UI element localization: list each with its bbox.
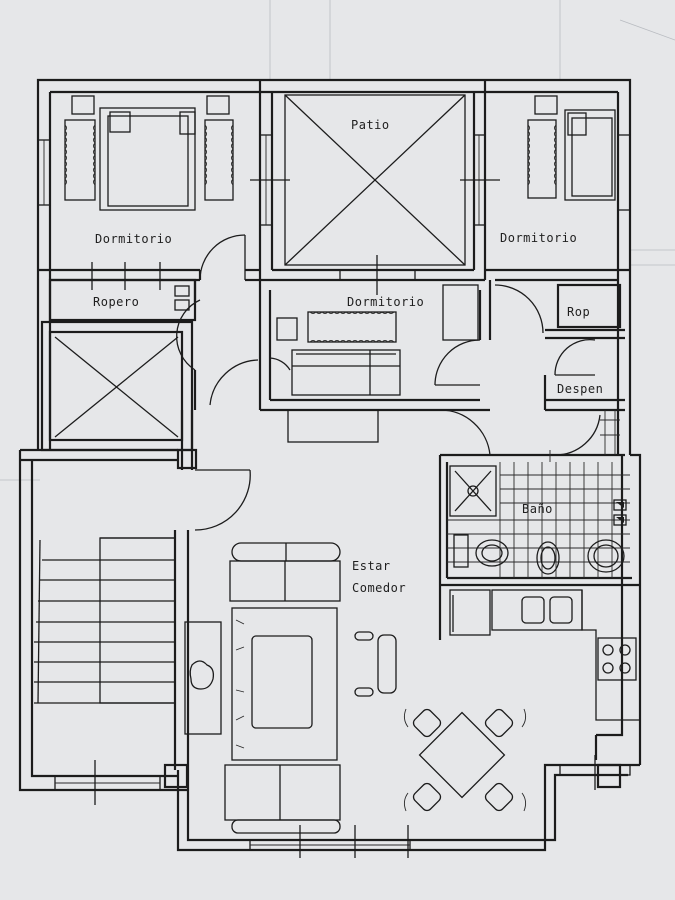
light-shaft — [54, 336, 179, 438]
label-despen: Despen — [557, 382, 603, 396]
label-rop: Rop — [567, 305, 590, 319]
label-dormitorio-right: Dormitorio — [500, 231, 577, 245]
kitchen-counter — [449, 589, 640, 721]
label-dormitorio-left: Dormitorio — [95, 232, 172, 246]
windows — [37, 134, 631, 858]
label-ropero: Ropero — [93, 295, 139, 309]
bath-tiles — [447, 410, 630, 578]
label-estar: Estar — [352, 559, 391, 573]
label-comedor: Comedor — [352, 581, 406, 595]
bathroom-fixtures — [447, 410, 630, 578]
center-bedroom-furniture — [269, 284, 481, 443]
interior-walls — [38, 80, 640, 789]
door-swings — [176, 299, 601, 531]
dining-set — [403, 708, 527, 812]
exterior-walls — [18, 78, 642, 852]
label-bano: Baño — [522, 502, 553, 516]
label-patio: Patio — [351, 118, 390, 132]
right-bedroom-furniture — [494, 95, 616, 334]
room-labels: Patio Dormitorio Dormitorio Dormitorio R… — [93, 118, 603, 595]
paper-background-lines — [0, 0, 675, 481]
staircase — [34, 537, 176, 704]
patio-void — [284, 94, 466, 266]
label-dormitorio-center: Dormitorio — [347, 295, 424, 309]
living-furniture — [184, 542, 397, 834]
left-bedroom-furniture — [64, 95, 246, 311]
